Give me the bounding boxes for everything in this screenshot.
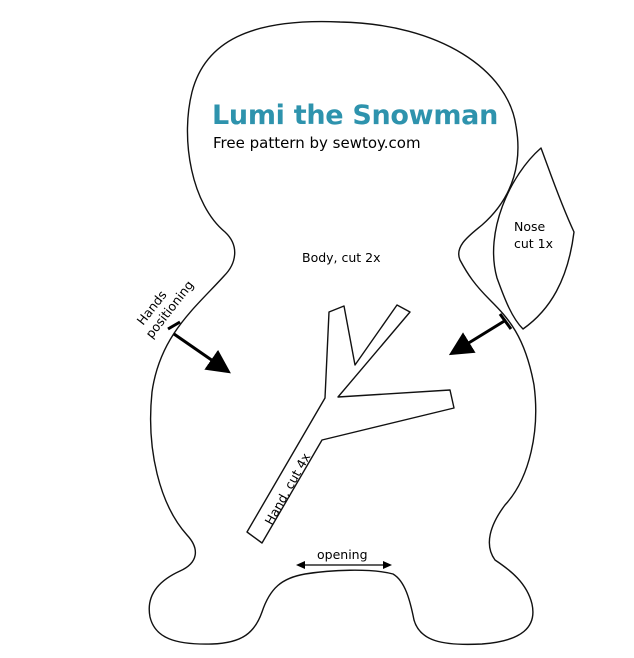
- hands-positioning-label: Hands positioning: [134, 278, 197, 341]
- nose-label-line1: Nose: [514, 219, 546, 234]
- left-hand-arrow: [173, 332, 231, 374]
- right-hand-arrow: [448, 318, 507, 356]
- nose-label-line2: cut 1x: [514, 236, 553, 251]
- nose-outline: [492, 147, 575, 330]
- opening-arrowhead-right: [383, 561, 392, 569]
- body-label: Body, cut 2x: [302, 250, 381, 265]
- hand-outline: [246, 304, 455, 544]
- body-outline: [148, 20, 537, 646]
- opening-label: opening: [317, 547, 368, 562]
- pattern-title: Lumi the Snowman: [212, 100, 498, 131]
- left-hand-tick: [167, 320, 181, 331]
- opening-arrowhead-left: [296, 561, 305, 569]
- pattern-subtitle: Free pattern by sewtoy.com: [213, 134, 421, 152]
